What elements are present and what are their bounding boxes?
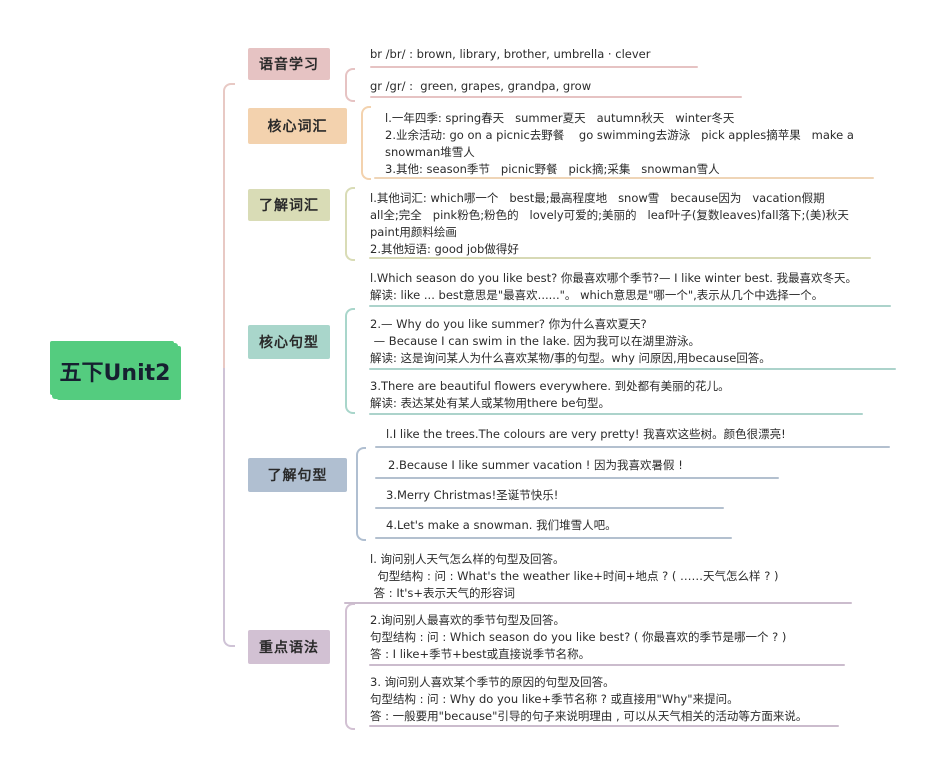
brace-grammar [345,603,355,730]
underline [369,305,891,307]
branch-label-grammar[interactable]: 重点语法 [248,630,330,664]
leaf-core-sentence-3: 3.There are beautiful flowers everywhere… [370,379,730,410]
leaf-core-sentence-1: l.Which season do you like best? 你最喜欢哪个季… [370,271,858,302]
underline [344,602,852,604]
leaf-extra-sentence-4: 4.Let's make a snowman. 我们堆雪人吧。 [386,518,617,532]
root-node[interactable]: 五下Unit2 [52,343,178,399]
underline [369,725,839,727]
brace-phonics [345,68,355,102]
branch-label-text: 了解句型 [267,468,328,484]
underline [374,177,874,179]
branch-label-core-vocab[interactable]: 核心词汇 [248,108,347,144]
underline [375,477,779,479]
branch-label-phonics[interactable]: 语音学习 [248,48,330,80]
leaf-phonics-1: br /br/ : brown, library, brother, umbre… [370,47,651,61]
branch-label-text: 语音学习 [259,57,319,73]
leaf-extra-vocab: l.其他词汇: which哪一个 best最;最高程度地 snow雪 becau… [370,191,849,256]
branch-label-extra-sentences[interactable]: 了解句型 [248,458,347,492]
underline [370,66,698,68]
leaf-grammar-2: 2.询问别人最喜欢的季节句型及回答。 句型结构 : 问 : Which seas… [370,613,787,661]
leaf-extra-sentence-2: 2.Because I like summer vacation ! 因为我喜欢… [388,458,683,472]
leaf-extra-sentence-1: l.I like the trees.The colours are very … [386,427,786,441]
leaf-grammar-1: l. 询问别人天气怎么样的句型及回答。 句型结构 : 问 : What's th… [370,552,779,600]
brace-core-vocab [361,106,371,180]
underline [375,537,732,539]
leaf-extra-sentence-3: 3.Merry Christmas!圣诞节快乐! [386,488,559,502]
brace-extra-sentences [356,447,366,541]
underline [369,257,871,259]
branch-label-extra-vocab[interactable]: 了解词汇 [248,189,330,221]
leaf-core-sentence-2: 2.— Why do you like summer? 你为什么喜欢夏天? — … [370,317,771,365]
underline [375,507,724,509]
branch-label-text: 核心句型 [259,335,319,351]
branch-label-text: 了解词汇 [259,198,319,214]
leaf-grammar-3: 3. 询问别人喜欢某个季节的原因的句型及回答。 句型结构 : 问 : Why d… [370,675,808,723]
branch-label-text: 核心词汇 [267,119,328,135]
underline [369,664,845,666]
underline [369,413,863,415]
root-title: 五下Unit2 [59,361,171,386]
spine-upper [223,83,235,370]
leaf-core-vocab: l.一年四季: spring春天 summer夏天 autumn秋天 winte… [385,111,854,176]
spine-lower [223,368,235,647]
underline [375,446,890,448]
branch-label-text: 重点语法 [259,640,319,656]
underline [370,96,742,98]
underline [369,368,896,370]
leaf-phonics-2: gr /gr/ : green, grapes, grandpa, grow [370,79,592,93]
branch-label-core-sentences[interactable]: 核心句型 [248,325,330,359]
brace-core-sentences [345,308,355,414]
brace-extra-vocab [345,187,355,261]
